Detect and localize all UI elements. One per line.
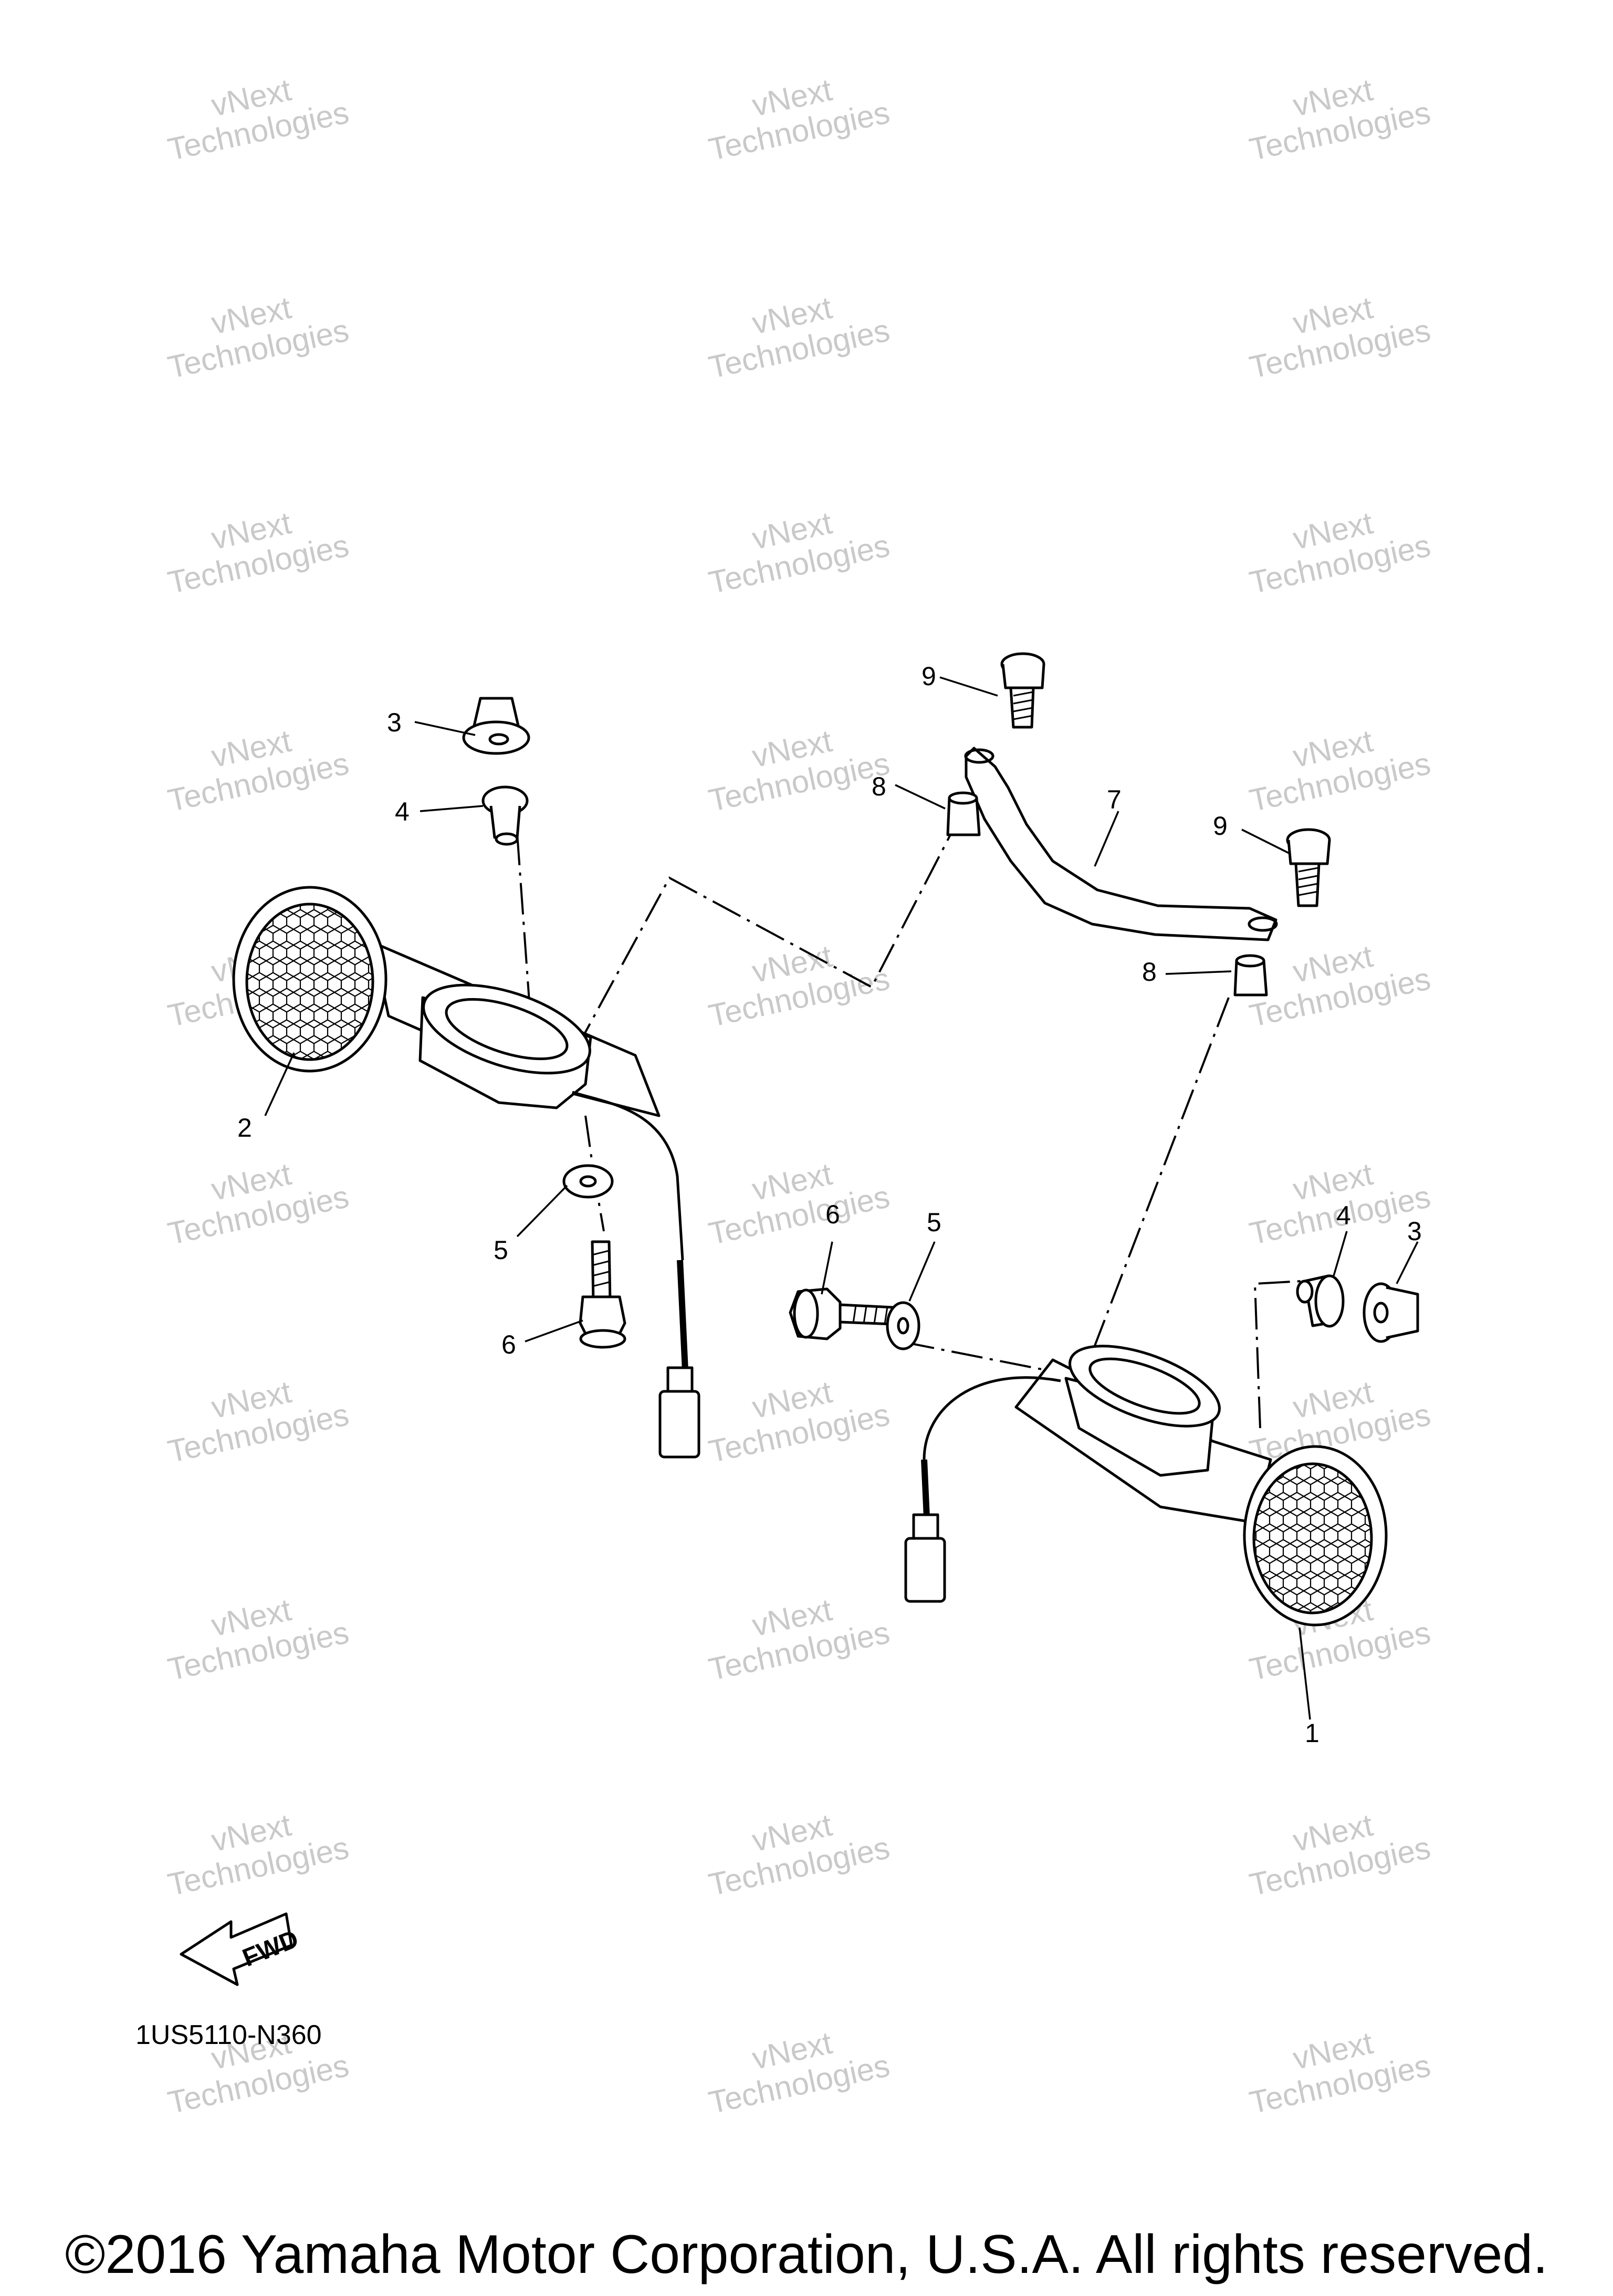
bracket-7 <box>964 747 1278 941</box>
assembly-line-bolt-3 <box>516 833 531 1016</box>
turn-signal-right <box>904 1345 1388 1627</box>
fwd-arrow-icon <box>180 1912 293 1986</box>
callout-3-right: 3 <box>1407 1217 1422 1246</box>
turn-signal-left-connector-sleeve <box>666 1366 694 1393</box>
diagram-code: 1US5110-N360 <box>135 2020 322 2050</box>
turn-signal-left-lead <box>677 1260 688 1371</box>
callout-9-right: 9 <box>1213 811 1228 841</box>
turn-signal-right-mount-bore <box>1088 1357 1201 1415</box>
turn-signal-right-connector <box>904 1537 946 1603</box>
callout-3-left: 3 <box>387 708 402 737</box>
callout-1: 1 <box>1305 1718 1319 1748</box>
nut-3-left <box>462 697 530 755</box>
assembly-line-bolt-right <box>903 1341 1061 1374</box>
turn-signal-left-wire <box>572 1091 684 1261</box>
bolt-9-right <box>1286 828 1331 907</box>
callout-8-right: 8 <box>1142 957 1157 987</box>
callout-4-right: 4 <box>1336 1201 1351 1230</box>
grommet-4-right <box>1296 1274 1345 1328</box>
turn-signal-left <box>232 886 700 1459</box>
grommet-4-left <box>481 785 529 846</box>
washer-5-left <box>562 1164 614 1199</box>
bracket-7-hole-right <box>1248 916 1278 932</box>
collar-8-top <box>946 791 981 836</box>
assembly-line-grommet-right <box>1253 1280 1303 1429</box>
callout-leaders <box>264 676 1419 1720</box>
callout-2: 2 <box>237 1113 252 1142</box>
hardware <box>462 652 1419 1350</box>
callout-4-left: 4 <box>395 797 410 826</box>
assembly-line-bracket-right <box>1070 997 1230 1408</box>
callout-6-left: 6 <box>501 1330 516 1359</box>
turn-signal-right-lead <box>921 1459 930 1518</box>
bracket-7-body <box>965 747 1277 941</box>
fwd-arrow: FWD <box>180 1912 302 1986</box>
collar-8-right <box>1233 954 1268 997</box>
copyright-notice: ©2016 Yamaha Motor Corporation, U.S.A. A… <box>65 2224 1548 2285</box>
turn-signal-left-lens <box>245 903 374 1061</box>
callout-labels: 3 4 2 5 6 9 8 7 9 8 6 5 4 3 1 <box>237 662 1422 1748</box>
callout-6-right: 6 <box>825 1200 840 1229</box>
callout-5-left: 5 <box>494 1235 508 1265</box>
turn-signal-right-wire <box>923 1376 1061 1460</box>
bolt-6-left <box>579 1240 626 1349</box>
nut-3-right <box>1363 1282 1419 1343</box>
turn-signal-right-connector-sleeve <box>912 1513 939 1540</box>
bolt-6-right <box>789 1287 894 1340</box>
bolt-9-top <box>1000 652 1045 729</box>
turn-signal-right-lens <box>1252 1462 1373 1614</box>
callout-8-top: 8 <box>872 772 886 801</box>
turn-signal-left-connector <box>658 1390 700 1459</box>
callout-7: 7 <box>1107 785 1122 814</box>
assembly-lines <box>516 833 1303 1429</box>
turn-signal-left-mount-bore <box>445 998 569 1061</box>
callout-9-top: 9 <box>921 662 936 691</box>
bracket-7-hole-left <box>964 748 994 764</box>
washer-5-right <box>886 1301 920 1350</box>
callout-5-right: 5 <box>927 1208 941 1237</box>
assembly-line-bracket-left <box>550 834 951 1095</box>
